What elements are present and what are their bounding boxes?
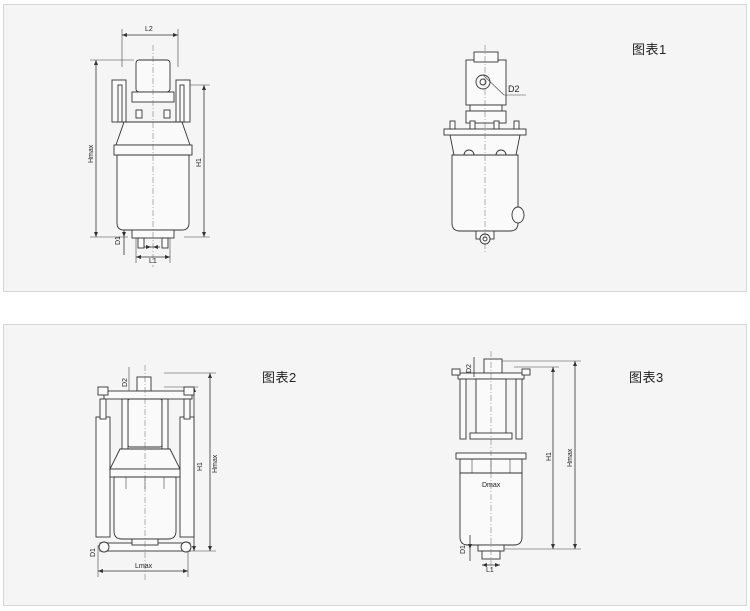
drawing-figure-2-3 bbox=[95, 351, 581, 581]
thruster-figure-2 bbox=[95, 365, 216, 581]
figure-2-label: 图表2 bbox=[262, 370, 297, 385]
dim-l1: L1 bbox=[149, 258, 157, 265]
fig3-dim-hmax: Hmax bbox=[567, 448, 574, 467]
thruster-front-view bbox=[90, 29, 210, 267]
fig2-dim-hmax: Hmax bbox=[212, 454, 219, 473]
dim-l2: L2 bbox=[145, 26, 153, 33]
dim-h1: H1 bbox=[196, 158, 203, 167]
panel-figure-1: 图表1 L2 Hmax H1 D1 L1 D2 bbox=[3, 4, 747, 292]
figure-3-label: 图表3 bbox=[629, 370, 664, 385]
panel-figure-2-3: 图表2 图表3 Hmax H1 Lmax D2 D1 Hmax H1 Dmax … bbox=[3, 324, 747, 606]
thruster-side-view bbox=[443, 45, 527, 253]
thruster-figure-3 bbox=[451, 351, 581, 569]
fig2-dim-d1: D1 bbox=[90, 548, 97, 557]
dim-d2: D2 bbox=[508, 84, 520, 94]
fig2-dim-d2: D2 bbox=[122, 378, 129, 387]
fig3-dim-dmax: Dmax bbox=[482, 482, 501, 489]
fig3-dim-l1: L1 bbox=[486, 567, 494, 574]
fig3-dim-d1: D1 bbox=[460, 545, 467, 554]
fig2-dim-lmax: Lmax bbox=[135, 563, 153, 570]
fig3-dim-h1: H1 bbox=[546, 452, 553, 461]
dim-hmax: Hmax bbox=[88, 144, 95, 163]
drawing-figure-1 bbox=[90, 29, 527, 267]
fig3-dim-d2: D2 bbox=[466, 364, 473, 373]
dim-d1: D1 bbox=[115, 236, 122, 245]
figure-1-label: 图表1 bbox=[632, 42, 667, 57]
fig2-dim-h1: H1 bbox=[197, 462, 204, 471]
